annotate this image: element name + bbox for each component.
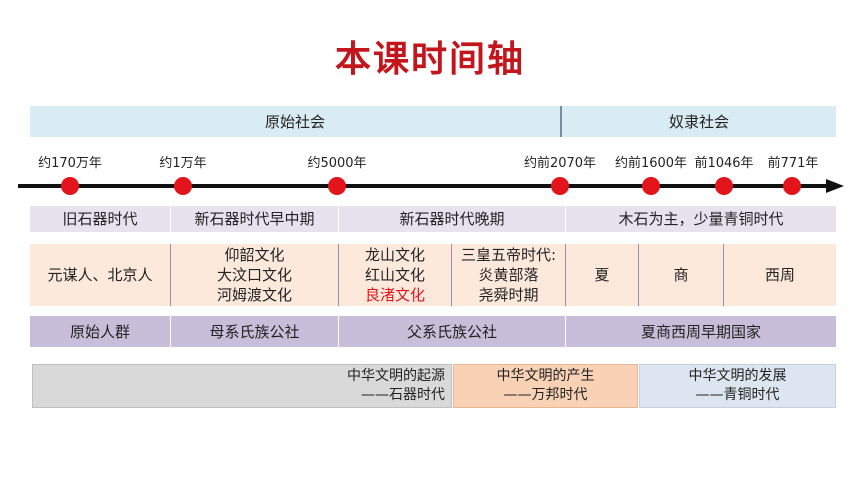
civ-emergence-sub: ——万邦时代	[503, 387, 588, 403]
era-neolithic-late: 新石器时代晚期	[339, 206, 565, 232]
timeline-dot	[642, 177, 660, 195]
culture-divider	[170, 244, 171, 306]
culture-yaoshun: 尧舜时期	[478, 286, 539, 304]
time-label-7: 前771年	[767, 156, 819, 171]
civ-origin: 中华文明的起源 ——石器时代	[32, 364, 452, 408]
timeline-axis	[18, 184, 828, 188]
culture-xizhou: 西周	[764, 266, 795, 284]
culture-xia: 夏	[594, 266, 610, 284]
timeline-dot	[783, 177, 801, 195]
time-label-6: 前1046年	[694, 156, 754, 171]
culture-early-humans: 元谋人、北京人	[47, 266, 153, 284]
time-label-1: 约170万年	[38, 156, 102, 171]
culture-longshan: 龙山文化	[364, 246, 425, 264]
culture-row	[30, 244, 836, 306]
culture-divider	[338, 244, 339, 306]
civ-development-sub: ——青铜时代	[695, 387, 780, 403]
org-primitive-group: 原始人群	[30, 316, 170, 347]
timeline-dot	[61, 177, 79, 195]
civ-development: 中华文明的发展 ——青铜时代	[639, 364, 836, 408]
era-bronze: 木石为主，少量青铜时代	[566, 206, 836, 232]
culture-hemudu: 河姆渡文化	[216, 286, 292, 304]
civ-origin-title: 中华文明的起源	[347, 368, 445, 384]
time-label-4: 约前2070年	[523, 156, 597, 171]
org-early-states: 夏商西周早期国家	[566, 316, 836, 347]
civ-development-title: 中华文明的发展	[688, 368, 787, 384]
culture-sanhuang: 三皇五帝时代:	[460, 246, 557, 264]
culture-divider	[565, 244, 566, 306]
timeline-dot	[715, 177, 733, 195]
page-title: 本课时间轴	[334, 38, 525, 80]
culture-shang: 商	[673, 266, 689, 284]
org-patrilineal: 父系氏族公社	[339, 316, 565, 347]
era-paleolithic: 旧石器时代	[30, 206, 170, 232]
society-primitive: 原始社会	[30, 106, 560, 137]
timeline-dot	[174, 177, 192, 195]
civ-emergence-title: 中华文明的产生	[496, 368, 595, 384]
era-neolithic-early: 新石器时代早中期	[171, 206, 338, 232]
timeline-dot	[328, 177, 346, 195]
culture-legendary: 三皇五帝时代: 炎黄部落 尧舜时期	[452, 244, 565, 306]
culture-divider	[451, 244, 452, 306]
timeline-dot	[551, 177, 569, 195]
culture-liangzhu: 良渚文化	[364, 286, 425, 304]
culture-divider	[723, 244, 724, 306]
culture-neolithic-late: 龙山文化 红山文化 良渚文化	[339, 244, 451, 306]
culture-hongshan: 红山文化	[364, 266, 425, 284]
org-matrilineal: 母系氏族公社	[171, 316, 338, 347]
society-divider	[560, 106, 562, 137]
civ-origin-sub: ——石器时代	[361, 387, 445, 403]
culture-neolithic-early: 仰韶文化 大汶口文化 河姆渡文化	[171, 244, 338, 306]
time-label-3: 约5000年	[307, 156, 367, 171]
culture-dawenkou: 大汶口文化	[216, 266, 292, 284]
culture-yangshao: 仰韶文化	[224, 246, 285, 264]
time-label-5: 约前1600年	[614, 156, 688, 171]
time-label-2: 约1万年	[159, 156, 207, 171]
culture-yanhuang: 炎黄部落	[478, 266, 539, 284]
society-slave: 奴隶社会	[562, 106, 836, 137]
timeline-arrow-icon	[826, 179, 844, 193]
civ-emergence: 中华文明的产生 ——万邦时代	[453, 364, 638, 408]
culture-divider	[638, 244, 639, 306]
